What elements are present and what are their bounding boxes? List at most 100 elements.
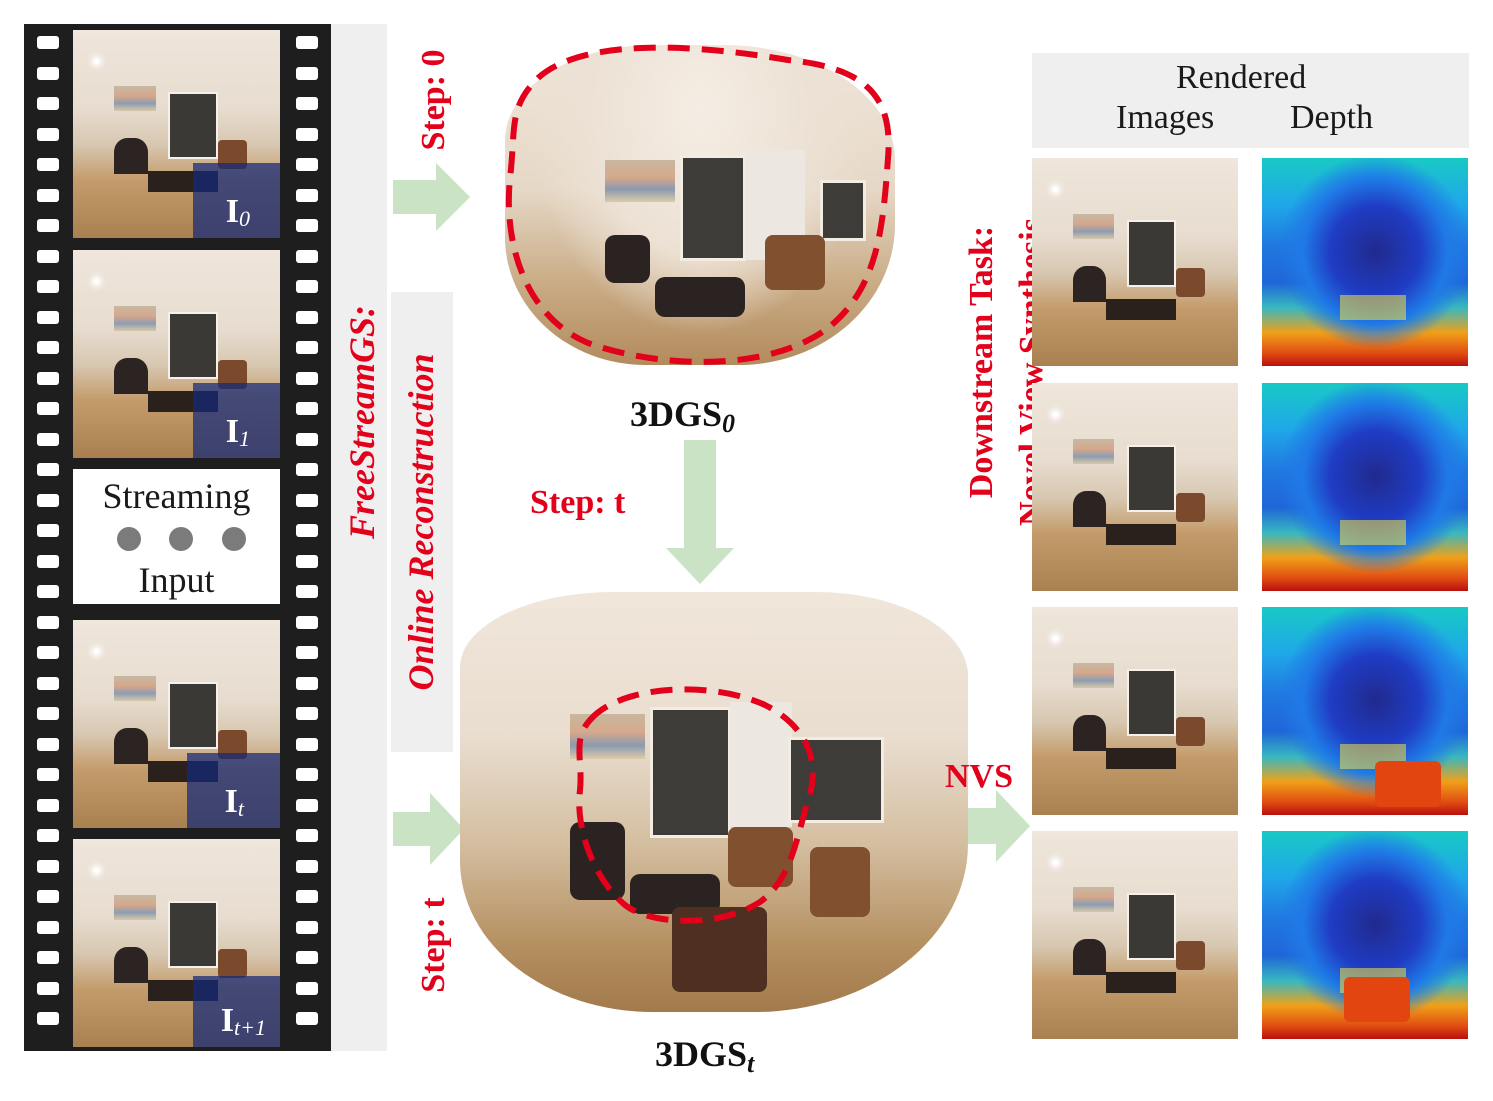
gaussian-scene-step-t <box>460 592 968 1012</box>
depth-map-4 <box>1262 831 1468 1039</box>
film-perforation <box>296 646 318 659</box>
film-perforation <box>37 310 59 324</box>
film-perforation <box>37 188 59 202</box>
film-perforation <box>37 371 59 385</box>
film-perforation <box>37 768 59 781</box>
film-perforation <box>37 158 59 171</box>
film-perforation <box>296 554 318 568</box>
arrow-right-nvs-icon <box>956 790 1030 862</box>
film-perforation <box>37 859 59 873</box>
gaussian-scene-step0 <box>505 45 895 365</box>
streaming-input-box: Streaming Input <box>73 469 280 604</box>
film-perforation <box>37 402 59 415</box>
film-perforation <box>37 524 59 537</box>
film-perforation <box>37 585 59 598</box>
frame-it1: It+1 <box>73 839 280 1047</box>
film-perforation <box>37 554 59 568</box>
film-perforation <box>37 798 59 812</box>
film-perforation <box>296 371 318 385</box>
film-perforation <box>296 829 318 842</box>
ellipsis-dot <box>222 527 246 551</box>
film-perforation <box>296 158 318 171</box>
unobserved-region-mask <box>193 383 280 458</box>
film-perforation <box>37 66 59 80</box>
film-perforation <box>37 127 59 141</box>
ellipsis-dot <box>117 527 141 551</box>
ellipsis-dot <box>169 527 193 551</box>
rendered-image-1 <box>1032 158 1238 366</box>
film-perforation <box>296 890 318 903</box>
unobserved-region-mask <box>186 753 280 828</box>
film-perforation <box>37 219 59 232</box>
film-perforation <box>296 219 318 232</box>
film-perforation <box>37 280 59 293</box>
arrow-right-step0-icon <box>393 163 470 231</box>
film-perforation <box>296 463 318 476</box>
rendered-image-4 <box>1032 831 1238 1039</box>
film-perforation <box>37 432 59 446</box>
online-band <box>391 292 453 752</box>
film-perforation <box>296 97 318 110</box>
film-perforation <box>37 36 59 49</box>
film-perforation <box>296 676 318 690</box>
frame-label: It+1 <box>220 1002 266 1040</box>
film-perforation <box>296 280 318 293</box>
film-perforation <box>37 920 59 934</box>
film-perforation <box>296 36 318 49</box>
film-perforation <box>37 493 59 507</box>
focus-outline-step-t <box>576 686 816 924</box>
frame-i0: I0 <box>73 30 280 238</box>
film-perforation <box>37 981 59 995</box>
streaming-label: Streaming <box>102 476 251 516</box>
rendered-image-3 <box>1032 607 1238 815</box>
film-perforation <box>296 737 318 751</box>
step-t-middle-label: Step: t <box>530 484 626 521</box>
depth-map-1 <box>1262 158 1468 366</box>
film-perforation <box>37 249 59 263</box>
film-perforation <box>37 676 59 690</box>
film-perforation <box>296 768 318 781</box>
header-rendered: Rendered <box>1176 59 1307 96</box>
film-perforation <box>296 1012 318 1025</box>
film-perforation <box>296 66 318 80</box>
rendered-panel-header: Rendered Images Depth <box>1032 53 1469 148</box>
film-perforation <box>296 859 318 873</box>
film-strip: I0 I1 Streaming Input It It+1 <box>24 24 331 1051</box>
nvs-label: NVS <box>945 758 1014 795</box>
unobserved-region-mask <box>193 163 280 238</box>
film-perforation <box>296 798 318 812</box>
caption-3dgs-0: 3DGS0 <box>630 394 736 438</box>
film-perforation <box>37 737 59 751</box>
film-perforation <box>37 829 59 842</box>
film-perforation <box>37 890 59 903</box>
caption-3dgs-t: 3DGSt <box>655 1034 755 1078</box>
depth-map-2 <box>1262 383 1468 591</box>
film-perforation <box>296 249 318 263</box>
film-perforation <box>296 493 318 507</box>
film-perforation <box>37 341 59 354</box>
film-perforation <box>296 615 318 629</box>
frame-label: It <box>224 783 244 821</box>
frame-i1: I1 <box>73 250 280 458</box>
frame-label: I0 <box>225 193 250 231</box>
film-perforation <box>296 585 318 598</box>
film-perforation <box>296 951 318 964</box>
arrow-down-step-t-icon <box>666 440 734 584</box>
film-perforation <box>296 707 318 720</box>
film-perforation <box>296 524 318 537</box>
header-depth: Depth <box>1290 99 1374 136</box>
method-band <box>331 24 387 1051</box>
film-perforation <box>296 127 318 141</box>
focus-outline-step0 <box>505 44 892 365</box>
film-perforation <box>296 341 318 354</box>
film-perforation <box>37 951 59 964</box>
rendered-image-2 <box>1032 383 1238 591</box>
frame-it: It <box>73 620 280 828</box>
film-perforation <box>296 432 318 446</box>
film-perforation <box>296 402 318 415</box>
film-perforation <box>296 188 318 202</box>
film-perforation <box>296 310 318 324</box>
header-images: Images <box>1116 99 1215 136</box>
film-perforation <box>37 646 59 659</box>
